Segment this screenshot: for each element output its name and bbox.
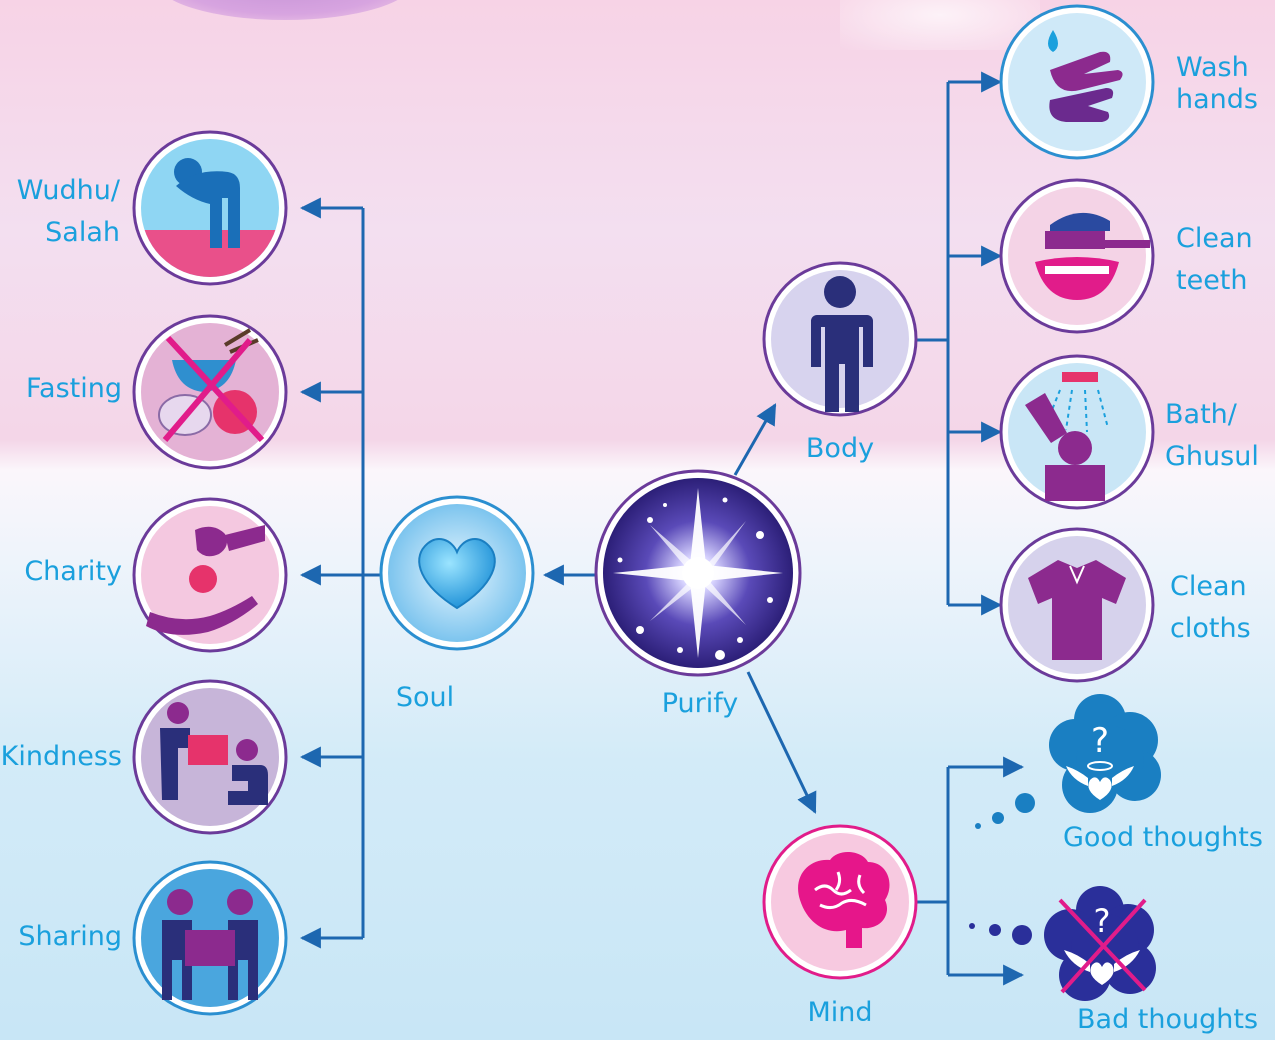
person-icon (811, 276, 873, 412)
clean-teeth-line-2: teeth (1176, 265, 1248, 296)
kindness-circle (132, 679, 288, 835)
wash-hands-line-2: hands (1176, 84, 1258, 115)
kindness-label: Kindness (0, 741, 122, 772)
soul-node (379, 495, 535, 651)
svg-text:?: ? (1091, 721, 1109, 761)
sparkle-icon (613, 488, 783, 660)
charity-label: Charity (24, 556, 122, 587)
bad-thoughts-cloud: ? (969, 886, 1156, 1001)
brain-icon (798, 851, 890, 948)
sharing-circle (132, 860, 288, 1016)
wudhu-salah-line-1: Wudhu/ (16, 175, 120, 206)
body-node (762, 261, 918, 417)
soul-label: Soul (395, 682, 455, 713)
wudhu-circle (132, 130, 288, 286)
shirt-icon (1028, 560, 1126, 660)
clean-cloths-label: Clean cloths (1170, 566, 1251, 650)
mind-node (762, 824, 918, 980)
shower-icon (1025, 372, 1109, 501)
bad-thoughts-label: Bad thoughts (1077, 1004, 1259, 1035)
good-thoughts-cloud: ? (975, 694, 1161, 829)
wudhu-salah-label: Wudhu/ Salah (0, 170, 120, 254)
fasting-circle (132, 314, 288, 470)
wash-hands-icon (1048, 30, 1123, 122)
body-label: Body (805, 433, 875, 464)
crossed-angel-thought-icon: ? (1058, 898, 1147, 994)
bath-ghusul-label: Bath/ Ghusul (1165, 394, 1259, 478)
clean-teeth-circle (999, 178, 1155, 334)
sharing-label: Sharing (18, 921, 122, 952)
wudhu-salah-line-2: Salah (45, 217, 120, 248)
bath-ghusul-line-1: Bath/ (1165, 399, 1237, 430)
clean-cloths-line-1: Clean (1170, 571, 1247, 602)
arrow-purify-body (733, 403, 777, 476)
clean-teeth-line-1: Clean (1176, 223, 1253, 254)
helping-person-icon (160, 702, 268, 805)
clean-cloths-circle (999, 527, 1155, 683)
purify-label: Purify (661, 688, 739, 719)
bath-ghusul-line-2: Ghusul (1165, 441, 1259, 472)
fasting-label: Fasting (25, 373, 122, 404)
charity-circle (132, 497, 288, 653)
decorative-glow (840, 0, 1040, 50)
arrow-purify-mind (746, 671, 817, 814)
heart-icon (418, 538, 496, 610)
wash-hands-line-1: Wash (1176, 52, 1249, 83)
giving-coin-icon (146, 525, 265, 635)
connectors (299, 71, 1025, 986)
angel-heart-thought-icon: ? (1066, 721, 1134, 800)
toothbrush-icon (1035, 212, 1150, 300)
purify-node (594, 469, 802, 677)
sharing-people-icon (162, 889, 258, 1000)
no-food-icon (158, 328, 265, 443)
clean-cloths-line-2: cloths (1170, 613, 1251, 644)
bowing-person-icon (174, 158, 240, 248)
svg-text:?: ? (1094, 902, 1111, 940)
mind-label: Mind (807, 997, 873, 1028)
bath-circle (999, 354, 1155, 510)
wash-hands-circle (999, 4, 1155, 160)
clean-teeth-label: Clean teeth (1176, 218, 1253, 302)
wash-hands-label: Wash hands (1176, 52, 1258, 116)
good-thoughts-label: Good thoughts (1063, 822, 1263, 853)
